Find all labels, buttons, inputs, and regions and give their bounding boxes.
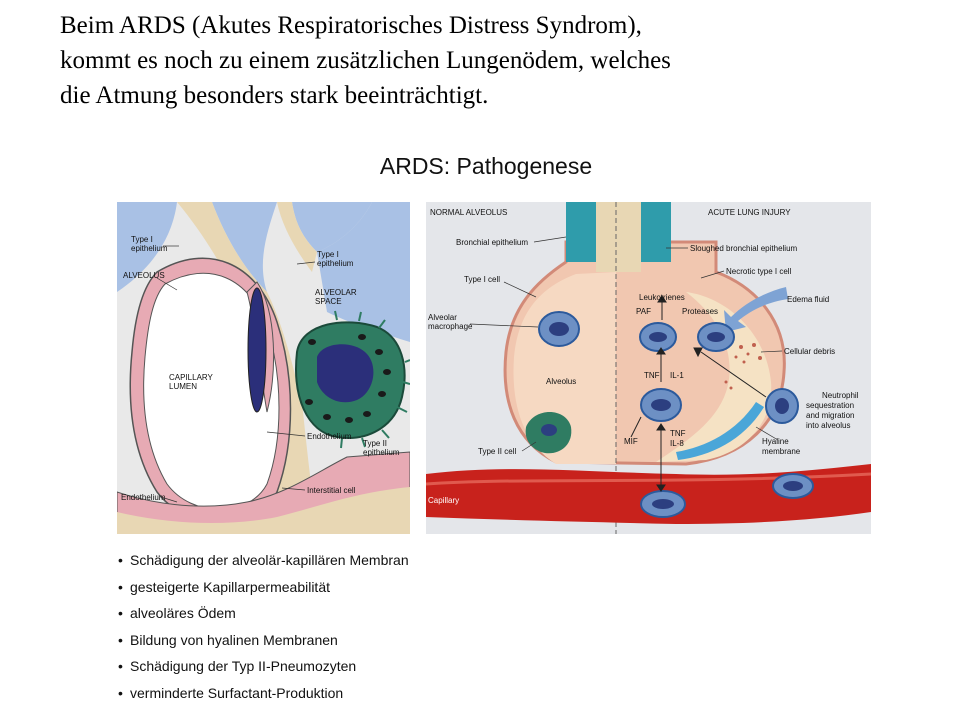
label-hyaline-membrane-1: Hyaline <box>762 437 789 446</box>
bullet-list: • Schädigung der alveolär-kapillären Memb… <box>118 550 409 709</box>
label-sloughed-bronchial-epithelium: Sloughed bronchial epithelium <box>690 244 798 253</box>
figure-title: ARDS: Pathogenese <box>379 153 593 179</box>
type2-microvilli <box>334 310 410 449</box>
alveolar-structure-diagram: Type I epithelium Type I epithelium ALVE… <box>117 202 410 534</box>
label-alveolar-space-1: ALVEOLAR <box>315 288 357 297</box>
alveolar-space-right <box>317 202 410 342</box>
label-acute-lung-injury: ACUTE LUNG INJURY <box>708 208 791 217</box>
bullet-text: Bildung von hyalinen Membranen <box>130 631 338 648</box>
list-item: • verminderte Surfactant-Produktion <box>118 683 409 710</box>
lamellar-bodies <box>305 334 391 423</box>
bullet-text: verminderte Surfactant-Produktion <box>130 684 344 701</box>
bullet-text: alveoläres Ödem <box>130 605 236 621</box>
list-item: • Bildung von hyalinen Membranen <box>118 630 409 657</box>
cellular-debris-dots <box>724 343 762 390</box>
label-paf: PAF <box>636 307 651 316</box>
label-tnf-b: TNF <box>670 429 686 438</box>
intro-text: Beim ARDS (Akutes Respiratorisches Distr… <box>60 8 940 113</box>
lower-interstitium <box>117 487 410 534</box>
label-type1-epithelium-b-2: epithelium <box>317 259 354 268</box>
label-neutrophil-1: Neutrophil <box>822 391 859 400</box>
bullet-dot: • <box>118 658 123 674</box>
label-bronchial-epithelium: Bronchial epithelium <box>456 238 528 247</box>
alveolar-space-top-left <box>117 202 177 292</box>
hyaline-membrane <box>676 402 764 460</box>
label-endothelium-a: Endothelium <box>307 432 352 441</box>
bronchial-epithelium-left <box>566 202 596 262</box>
label-proteases: Proteases <box>682 307 718 316</box>
label-type2-epithelium-1: Type II <box>363 439 387 448</box>
alveolar-space-top-right <box>292 202 372 252</box>
label-alveolar-macrophage-1: Alveolar <box>428 313 457 322</box>
edema-arrow <box>724 287 788 332</box>
list-item: • gesteigerte Kapillarpermeabilität <box>118 577 409 604</box>
label-il8: IL-8 <box>670 439 684 448</box>
interstitium-upper <box>277 202 317 272</box>
label-alveolus-right: Alveolus <box>546 377 576 386</box>
bullet-text: Schädigung der alveolär-kapillären Membr… <box>130 552 409 568</box>
intro-line-1: Beim ARDS (Akutes Respiratorisches Distr… <box>60 12 642 39</box>
bullet-dot: • <box>118 552 123 568</box>
bronchus-lumen <box>596 202 641 272</box>
bullet-text: Schädigung der Typ II-Pneumozyten <box>130 658 357 674</box>
bronchial-epithelium-right <box>641 202 671 262</box>
label-type2-epithelium-2: epithelium <box>363 448 400 457</box>
label-il1: IL-1 <box>670 371 684 380</box>
label-capillary: Capillary <box>428 496 459 505</box>
label-cellular-debris: Cellular debris <box>784 347 835 356</box>
label-type1-epithelium-a-1: Type I <box>131 235 153 244</box>
right-leader-lines <box>469 236 783 452</box>
label-alveolar-space-2: SPACE <box>315 297 342 306</box>
bullet-dot: • <box>118 684 123 701</box>
ards-pathogenesis-drawing: NORMAL ALVEOLUS ACUTE LUNG INJURY Bronch… <box>426 202 871 534</box>
label-hyaline-membrane-2: membrane <box>762 447 801 456</box>
mediator-arrows <box>630 295 767 492</box>
left-leader-lines <box>156 245 316 503</box>
label-leukotrienes: Leukotrienes <box>639 293 685 302</box>
label-type1-epithelium-a-2: epithelium <box>131 244 168 253</box>
bullet-dot: • <box>118 578 123 595</box>
label-neutrophil-3: and migration <box>806 411 854 420</box>
label-interstitial-cell: Interstitial cell <box>307 486 356 495</box>
label-necrotic-type1-cell: Necrotic type I cell <box>726 267 792 276</box>
label-type2-cell: Type II cell <box>478 447 516 456</box>
label-neutrophil-2: sequestration <box>806 401 854 410</box>
label-edema-fluid: Edema fluid <box>787 295 829 304</box>
ards-pathogenesis-diagram: NORMAL ALVEOLUS ACUTE LUNG INJURY Bronch… <box>426 202 871 534</box>
bullet-text: gesteigerte Kapillarpermeabilität <box>130 578 330 595</box>
label-tnf-a: TNF <box>644 371 660 380</box>
endothelial-nucleus <box>247 287 267 413</box>
label-mif: MIF <box>624 437 638 446</box>
alveolar-structure-drawing: Type I epithelium Type I epithelium ALVE… <box>117 202 410 534</box>
label-type1-cell: Type I cell <box>464 275 500 284</box>
label-endothelium-b: Endothelium <box>121 493 166 502</box>
label-neutrophil-4: into alveolus <box>806 421 850 430</box>
list-item: • Schädigung der Typ II-Pneumozyten <box>118 656 409 683</box>
label-capillary-lumen-2: LUMEN <box>169 382 197 391</box>
list-item: • Schädigung der alveolär-kapillären Memb… <box>118 550 409 577</box>
label-normal-alveolus: NORMAL ALVEOLUS <box>430 208 507 217</box>
type2-cell-nucleus <box>317 344 374 403</box>
label-capillary-lumen-1: CAPILLARY <box>169 373 214 382</box>
list-item: • alveoläres Ödem <box>118 603 409 630</box>
label-type1-epithelium-b-1: Type I <box>317 250 339 259</box>
bullet-dot: • <box>118 605 123 621</box>
alveolar-space-top-mid <box>212 202 277 292</box>
neutrophil-cells <box>538 311 814 518</box>
type2-cell-nucleus-right <box>541 424 557 436</box>
bullet-dot: • <box>118 631 123 648</box>
intro-line-3: die Atmung besonders stark beeinträchtig… <box>60 82 489 109</box>
label-alveolar-macrophage-2: macrophage <box>428 322 473 331</box>
sloughed-cells <box>644 222 658 258</box>
label-alveolus-left: ALVEOLUS <box>123 271 165 280</box>
intro-line-2: kommt es noch zu einem zusätzlichen Lung… <box>60 47 671 74</box>
